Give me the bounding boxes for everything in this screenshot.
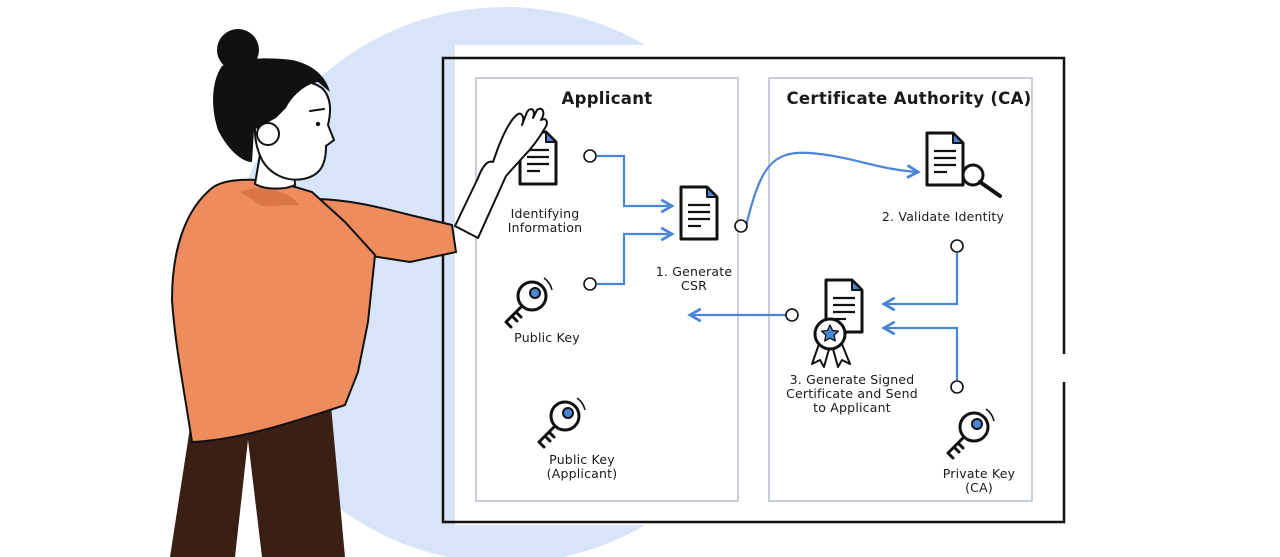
validate-identity-label: 2. Validate Identity [881, 209, 1005, 224]
applicant-panel [475, 77, 739, 502]
generate-csr-label: 1. Generate CSR [655, 264, 733, 293]
ca-panel-title: Certificate Authority (CA) [786, 89, 1032, 108]
document-icon [679, 185, 719, 241]
magnifier-icon [961, 163, 1002, 198]
public-key-label: Public Key [514, 330, 580, 345]
identifying-information-label: Identifying Information [507, 206, 583, 235]
private-key-ca-label: Private Key (CA) [942, 466, 1016, 495]
diagram-frame [441, 56, 1066, 524]
generate-signed-certificate-label: 3. Generate Signed Certificate and Send … [786, 372, 918, 415]
document-icon [925, 131, 965, 187]
person-illustration [170, 29, 548, 557]
public-key-applicant-label: Public Key (Applicant) [546, 452, 618, 481]
connector-lines [597, 151, 959, 380]
applicant-panel-title: Applicant [561, 89, 653, 108]
award-ribbon-icon [811, 317, 851, 368]
ca-panel [768, 77, 1033, 502]
connector-nodes [583, 149, 964, 394]
